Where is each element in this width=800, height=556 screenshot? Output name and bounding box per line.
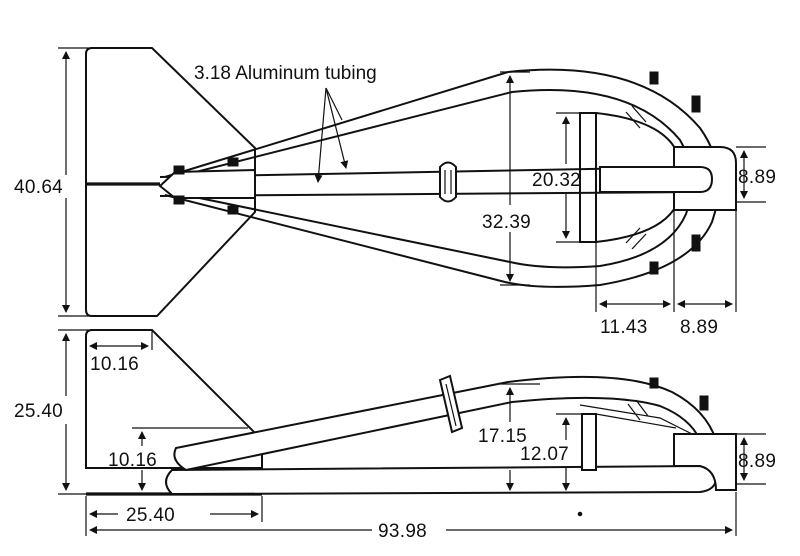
dim-label-17-15: 17.15 <box>478 426 527 447</box>
dim-label-8-89-side: 8.89 <box>738 451 776 472</box>
dim-label-20-32: 20.32 <box>532 170 581 191</box>
dim-side-end-block: 8.89 <box>736 433 776 485</box>
side-base <box>86 464 718 496</box>
side-view: 10.16 25.40 10.16 17.15 <box>14 329 776 542</box>
dim-side-overall-height: 25.40 <box>14 329 92 495</box>
top-nose-block <box>599 71 737 275</box>
dim-side-inner-height: 12.07 <box>520 413 582 491</box>
side-nose-block <box>673 433 737 491</box>
dim-side-loop-height: 17.15 <box>478 383 540 491</box>
dim-label-32-39: 32.39 <box>482 212 531 233</box>
annotation-label: 3.18 Aluminum tubing <box>194 63 377 84</box>
dim-label-10-16-low: 10.16 <box>108 450 157 471</box>
top-view: 40.64 32.39 20.32 8.89 <box>14 47 776 338</box>
dim-label-8-89-offset: 8.89 <box>680 317 718 338</box>
dim-top-outer-loop: 32.39 <box>482 71 531 286</box>
annotation-aluminum-tubing: 3.18 Aluminum tubing <box>194 63 377 183</box>
dim-label-12-07: 12.07 <box>520 444 569 465</box>
dim-side-overall-length: 93.98 <box>89 492 737 542</box>
dim-label-11-43: 11.43 <box>600 317 648 338</box>
dim-label-25-40-length: 25.40 <box>126 505 175 526</box>
dim-label-25-40-height: 25.40 <box>14 401 63 422</box>
dim-side-fin-width: 10.16 <box>85 330 153 375</box>
dim-label-8-89-top: 8.89 <box>738 167 776 188</box>
dim-label-93-98: 93.98 <box>378 521 427 542</box>
side-upper-tubes <box>173 374 718 472</box>
dim-top-overall-height: 40.64 <box>14 47 92 317</box>
dim-top-offsets: 11.43 8.89 <box>595 210 737 338</box>
dim-label-10-16-fin: 10.16 <box>90 354 139 375</box>
dim-side-low-height: 10.16 <box>108 427 248 491</box>
speck <box>577 511 583 517</box>
dim-top-inner-loop: 20.32 <box>532 112 581 243</box>
side-inner-frame <box>581 399 649 471</box>
top-inner-loop <box>579 105 677 250</box>
dim-label-40-64: 40.64 <box>14 177 63 198</box>
dim-top-end-block: 8.89 <box>736 146 776 203</box>
dim-side-fin-length: 25.40 <box>85 496 263 536</box>
top-outer-loop <box>164 68 720 288</box>
